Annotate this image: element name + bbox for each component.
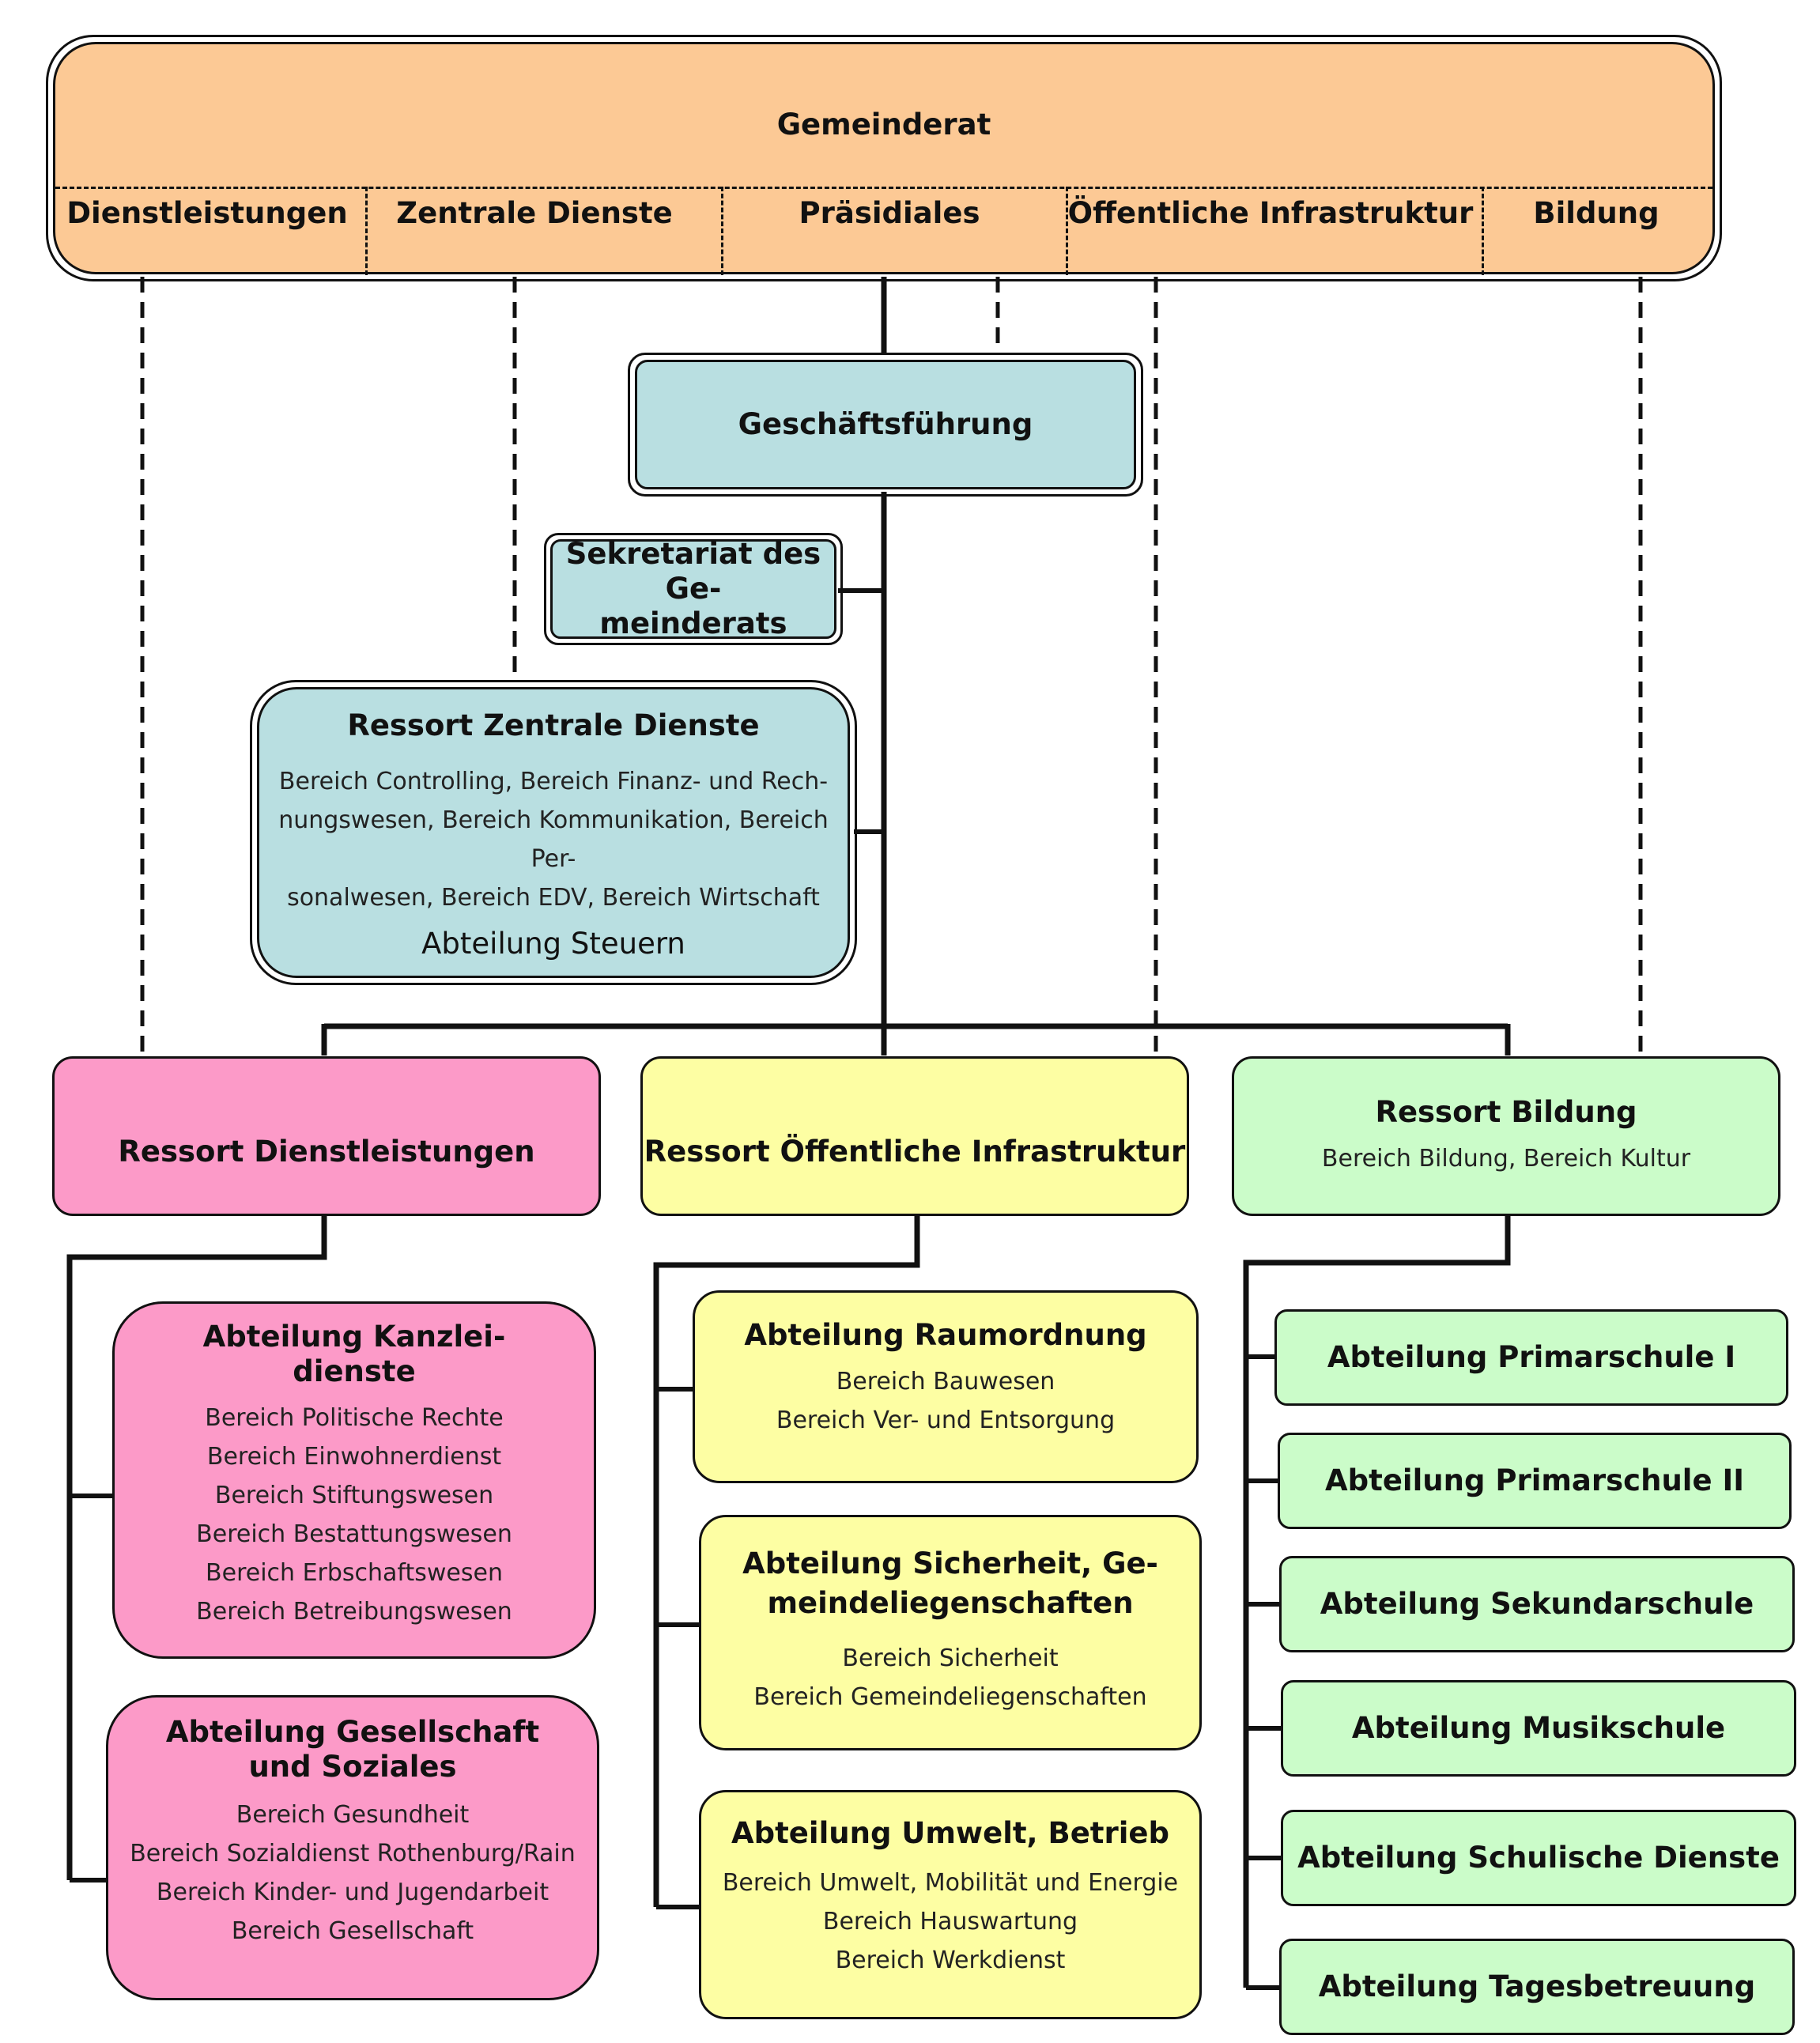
abteilung-primarschule-1-box: Abteilung Primarschule I [1274,1309,1788,1406]
bereich-item: Bereich Bestattungswesen [196,1520,512,1548]
abteilung-title: Abteilung Sekundarschule [1320,1587,1754,1621]
abteilung-sekundarschule-box: Abteilung Sekundarschule [1279,1556,1795,1652]
bereich-item: Bereich Erbschaftswesen [206,1559,503,1587]
sekretariat-line-2: meinderats [599,606,787,640]
abteilung-title: Abteilung Raumordnung [744,1318,1147,1352]
gemeinderat-box: Gemeinderat [46,35,1722,281]
division-separator [365,187,368,275]
bereich-item: Bereich Stiftungswesen [214,1482,494,1509]
tree-infrastruktur [653,1216,920,1907]
abteilung-steuern: Abteilung Steuern [421,927,685,961]
bereich-item: Bereich Politische Rechte [205,1404,504,1432]
abteilung-title: dienste [293,1354,416,1388]
abteilung-title: Abteilung Kanzlei- [202,1320,506,1354]
ressort-infrastruktur-box: Ressort Öffentliche Infrastruktur [640,1056,1189,1216]
abteilung-title: Abteilung Musikschule [1351,1711,1726,1745]
bereich-item: Bereich Sicherheit [842,1645,1059,1672]
abteilung-title: Abteilung Primarschule I [1327,1340,1736,1374]
tree-bildung [1243,1216,1511,1988]
bereich-item: Bereich Bauwesen [836,1368,1055,1395]
abteilung-title: Abteilung Gesellschaft [165,1715,540,1749]
bereich-item: Bereich Betreibungswesen [196,1598,512,1626]
abteilung-musikschule-box: Abteilung Musikschule [1281,1680,1796,1777]
bereich-item: Bereich Einwohnerdienst [206,1443,502,1471]
abteilung-primarschule-2-box: Abteilung Primarschule II [1278,1433,1792,1529]
ressort-infrastruktur-title: Ressort Öffentliche Infrastruktur [644,1135,1186,1169]
bereich-item: Bereich Kinder- und Jugendarbeit [156,1879,549,1906]
division-dienstleistungen: Dienstleistungen [66,196,348,230]
geschaeftsfuehrung-title: Geschäftsführung [738,407,1033,441]
division-separator [1066,187,1068,275]
geschaeftsfuehrung-box: Geschäftsführung [628,353,1143,497]
abteilung-schulische-dienste-box: Abteilung Schulische Dienste [1281,1810,1796,1906]
gemeinderat-divider [55,187,1712,189]
abteilung-title: Abteilung Schulische Dienste [1297,1841,1780,1875]
zentrale-dienste-text: sonalwesen, Bereich EDV, Bereich Wirtsch… [287,884,820,912]
ressort-bildung-box: Ressort Bildung Bereich Bildung, Bereich… [1232,1056,1780,1216]
bereich-item: Bereich Hauswartung [822,1908,1078,1935]
bereich-item: Bereich Gemeindeliegenschaften [753,1683,1147,1711]
division-separator [721,187,723,275]
abteilung-tagesbetreuung-box: Abteilung Tagesbetreuung [1279,1939,1795,2035]
sekretariat-line-1: Sekretariat des Ge- [565,537,821,606]
abteilung-title: Abteilung Sicherheit, Ge- [742,1546,1158,1580]
abteilung-umwelt-box: Abteilung Umwelt, Betrieb Bereich Umwelt… [699,1790,1202,2019]
ressort-bildung-title: Ressort Bildung [1375,1094,1637,1129]
division-separator [1482,187,1484,275]
ressort-bildung-subtitle: Bereich Bildung, Bereich Kultur [1321,1144,1691,1173]
abteilung-kanzleidienste-box: Abteilung Kanzlei- dienste Bereich Polit… [112,1301,596,1659]
ressort-zentrale-dienste-title: Ressort Zentrale Dienste [347,708,760,742]
ressort-dienstleistungen-box: Ressort Dienstleistungen [52,1056,601,1216]
abteilung-gesellschaft-box: Abteilung Gesellschaft und Soziales Bere… [106,1695,599,2000]
division-zentrale-dienste: Zentrale Dienste [396,196,673,230]
bereich-item: Bereich Sozialdienst Rothenburg/Rain [130,1840,576,1867]
division-infrastruktur: Öffentliche Infrastruktur [1067,196,1474,230]
division-bildung: Bildung [1533,196,1660,230]
abteilung-raumordnung-box: Abteilung Raumordnung Bereich Bauwesen B… [693,1290,1199,1483]
abteilung-title: meindeliegenschaften [767,1586,1134,1620]
abteilung-title: und Soziales [248,1750,457,1784]
abteilung-title: Abteilung Tagesbetreuung [1318,1969,1756,2003]
ressort-zentrale-dienste-box: Ressort Zentrale Dienste Bereich Control… [250,680,857,985]
bereich-item: Bereich Ver- und Entsorgung [776,1407,1116,1434]
gemeinderat-title: Gemeinderat [776,108,991,142]
division-praesidiales: Präsidiales [799,196,980,230]
abteilung-sicherheit-box: Abteilung Sicherheit, Ge- meindeliegensc… [699,1515,1202,1750]
bereich-item: Bereich Umwelt, Mobilität und Energie [722,1869,1179,1897]
bereich-item: Bereich Gesundheit [236,1801,470,1829]
ressort-dienstleistungen-title: Ressort Dienstleistungen [118,1135,535,1169]
zentrale-dienste-text: nungswesen, Bereich Kommunikation, Berei… [278,806,829,873]
bereich-item: Bereich Gesellschaft [231,1917,474,1945]
tree-dienstleistungen [66,1216,327,1880]
abteilung-title: Abteilung Primarschule II [1325,1463,1744,1497]
sekretariat-box: Sekretariat des Ge- meinderats [544,533,843,645]
zentrale-dienste-text: Bereich Controlling, Bereich Finanz- und… [278,768,829,795]
abteilung-title: Abteilung Umwelt, Betrieb [731,1816,1169,1850]
bereich-item: Bereich Werkdienst [835,1947,1066,1974]
